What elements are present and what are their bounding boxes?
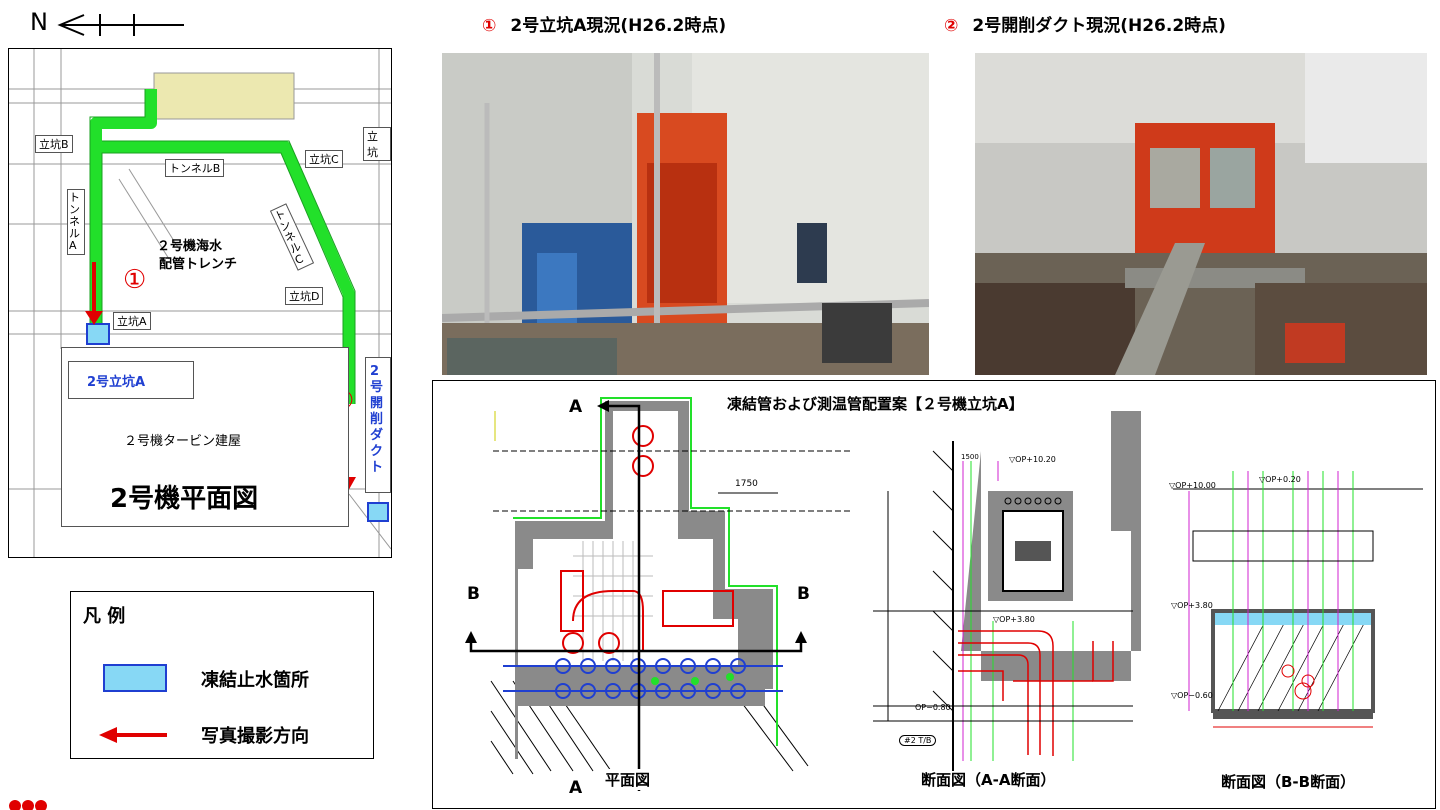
level-op060: ▽OP−0.60 [1171,691,1213,700]
photo1-title: ① 2号立坑A現況(H26.2時点) [482,11,726,36]
caption-section-aa: 断面図（A-A断面） [921,771,1056,789]
photo1-number: ① [482,16,497,36]
label-shaft-2a-box: 2号立坑A [68,361,194,399]
label-shaft-a: 立坑A [113,312,151,330]
legend: 凡 例 凍結止水箇所 写真撮影方向 [70,591,374,759]
label-duct-2-box: 2号開削ダクト [365,357,391,493]
photo2-title: ② 2号開削ダクト現況(H26.2時点) [944,11,1226,36]
legend-freeze-label: 凍結止水箇所 [201,670,309,691]
level-op020: ▽OP+0.20 [1259,475,1301,484]
plan-title: 2号機平面図 [110,484,259,514]
label-shaft-c: 立坑C [305,150,343,168]
photo-shaft-2a-image [442,53,929,375]
label-turbine: ２号機タービン建屋 [124,434,242,449]
caption-section-bb: 断面図（B-B断面） [1221,773,1356,791]
section-label-b-left: B [467,584,480,604]
caption-plan-view: 平面図 [605,769,651,790]
level-op080: OP−0.80 [915,703,951,712]
photo2-title-text: 2号開削ダクト現況(H26.2時点) [972,16,1226,36]
freeze-area-swatch-icon [103,664,167,692]
photo-shaft-2a [442,53,929,375]
drawing-linework [465,397,1423,791]
level-op1020: ▽OP+10.20 [1009,455,1056,464]
drawing-panel: 凍結管および測温管配置案【２号機立坑A】 [432,380,1436,809]
label-shaft-2a: 2号立坑A [87,375,146,390]
dimension-1500: 1500 [961,453,979,461]
level-op380-bb: ▽OP+3.80 [1171,601,1213,610]
north-arrow-icon [57,14,184,36]
label-tunnel-a: トンネルA [67,189,85,255]
level-op1000: ▽OP+10.00 [1169,481,1216,490]
photo2-number: ② [944,16,959,36]
label-shaft-b: 立坑B [35,135,73,153]
photo-duct-2-image [975,53,1427,375]
plan-marker-1: ① [123,265,147,295]
label-shaft-partial: 立坑 [363,127,391,161]
compass: N [30,8,184,38]
compass-north-label: N [30,8,48,36]
label-tunnel-b: トンネルB [165,159,225,177]
photo-duct-2 [975,53,1427,375]
level-op380-aa: ▽OP+3.80 [993,615,1035,624]
label-t2-tb: #2 T/B [899,735,937,746]
logo-dots-icon [9,800,47,810]
section-label-b-right: B [797,584,810,604]
plan-map: 立坑B トンネルB 立坑C 立坑 トンネルA トンネルC 立坑D 立坑A ２号機… [8,48,392,558]
label-trench-line1: ２号機海水 [157,239,223,254]
drawing-title: 凍結管および測温管配置案【２号機立坑A】 [727,393,1024,414]
photo1-title-text: 2号立坑A現況(H26.2時点) [510,16,727,36]
label-trench-line2: 配管トレンチ [159,257,238,272]
section-label-a-bottom: A [569,778,583,798]
dimension-1750: 1750 [735,479,758,489]
section-label-a-top: A [569,397,583,417]
photo-direction-arrow-icon [99,727,167,743]
label-duct-2: 2号開削ダクト [370,364,384,475]
legend-photo-dir-label: 写真撮影方向 [201,726,309,747]
legend-title: 凡 例 [83,606,126,627]
label-shaft-d: 立坑D [285,287,324,305]
